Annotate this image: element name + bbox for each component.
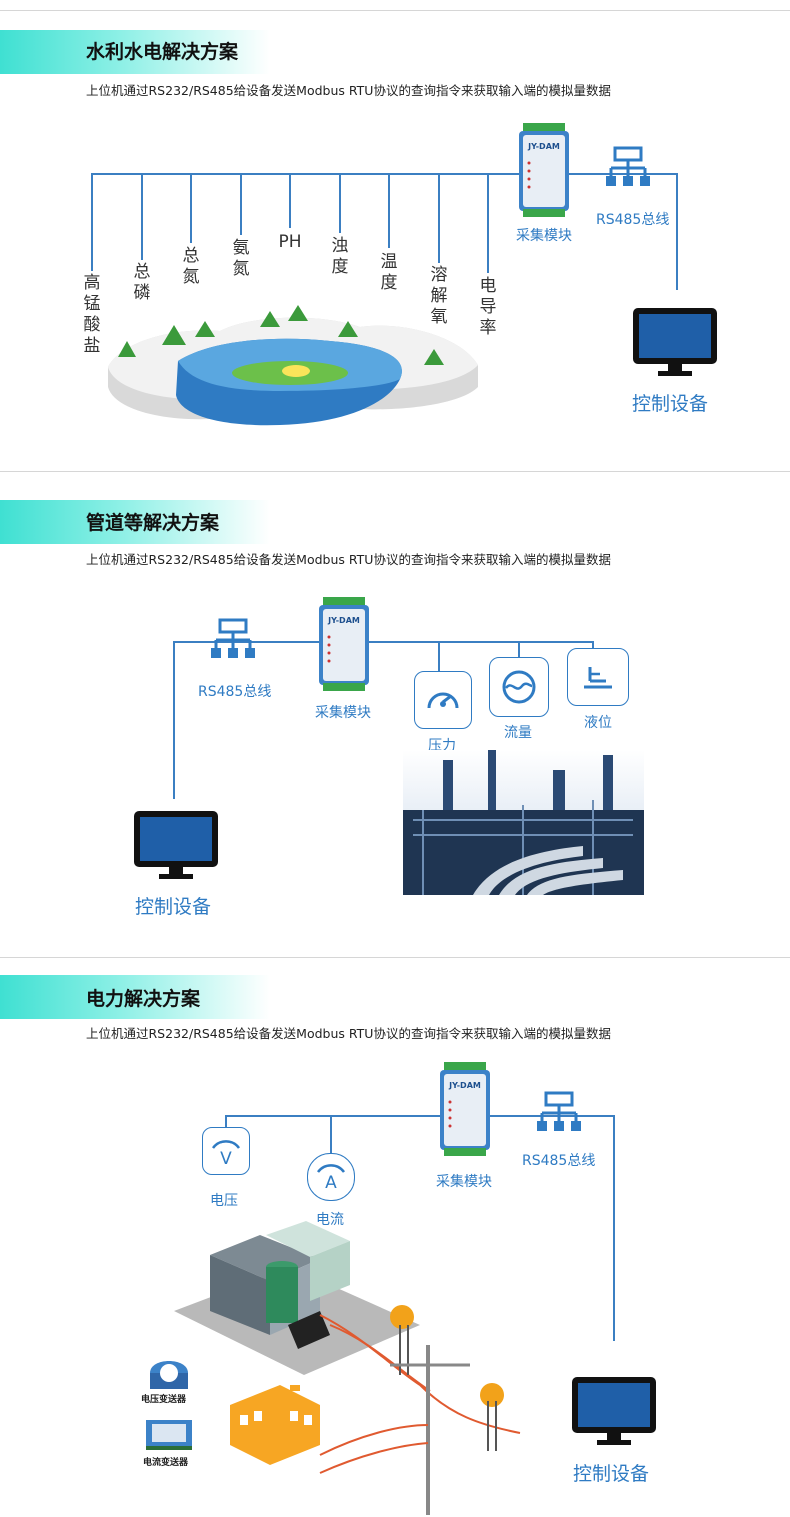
svg-text:JY-DAM: JY-DAM [327,616,360,625]
drop-label-ph: PH [278,232,302,252]
device-label: 控制设备 [632,393,709,415]
bus-label: RS485总线 [198,684,272,700]
flow-meter-icon [489,657,549,717]
acquisition-module: JY-DAM [519,123,569,217]
section-title-band [0,30,270,74]
drop-line [388,173,390,248]
sensor-label-current: 电流 [316,1212,344,1228]
bus-label: RS485总线 [522,1153,596,1169]
bus-line [225,1115,614,1117]
module-label: 采集模块 [436,1174,492,1190]
section-title-band [0,500,270,544]
sensor-label-level: 液位 [584,715,612,731]
bus-drop-to-device [173,641,175,799]
acquisition-module: JY-DAM [440,1062,490,1156]
svg-text:JY-DAM: JY-DAM [527,142,560,151]
drop-label-ammonia: 氨氮 [232,238,250,279]
section-description: 上位机通过RS232/RS485给设备发送Modbus RTU协议的查询指令来获… [86,83,611,98]
current-meter-icon: A [307,1153,355,1201]
bus-line [173,641,593,643]
network-icon [537,1091,581,1131]
section-title: 电力解决方案 [86,988,201,1010]
transmitter-label-current: 电流变送器 [143,1458,189,1468]
monitor-icon [633,308,717,376]
drop-label-temperature: 温度 [380,252,398,293]
drop-line [289,173,291,228]
monitor-icon [134,811,218,879]
transmitter-label-voltage: 电压变送器 [141,1395,187,1405]
section-divider [0,10,790,11]
drop-label-dissolved-oxygen: 溶解氧 [430,265,448,327]
drop-line [518,641,520,657]
power-plant-illustration [174,1221,521,1515]
section-title: 水利水电解决方案 [86,41,239,63]
device-label: 控制设备 [573,1463,650,1485]
drop-label-total-phosphorus: 总磷 [133,262,151,303]
drop-line [240,173,242,235]
section-title: 管道等解决方案 [86,512,220,534]
drop-label-total-nitrogen: 总氮 [182,246,200,287]
section-divider [0,957,790,958]
lake-illustration [108,305,478,426]
bus-line [91,173,677,175]
bus-label: RS485总线 [596,212,670,228]
module-label: 采集模块 [516,228,572,244]
bus-drop-to-device [613,1115,615,1341]
drop-line [141,173,143,260]
network-icon [211,618,255,658]
network-icon [606,146,650,186]
section-description: 上位机通过RS232/RS485给设备发送Modbus RTU协议的查询指令来获… [86,1026,611,1041]
drop-label-conductivity: 电导率 [479,276,497,338]
pipeline-plant-image [403,750,644,895]
drop-line [339,173,341,233]
drop-label-turbidity: 浊度 [331,236,349,277]
drop-line [438,641,440,671]
voltage-transmitter-icon [150,1361,188,1389]
drop-line [225,1115,227,1127]
bus-drop-to-device [676,173,678,290]
svg-text:A: A [325,1173,337,1193]
drop-line [190,173,192,243]
module-label: 采集模块 [315,705,371,721]
section-description: 上位机通过RS232/RS485给设备发送Modbus RTU协议的查询指令来获… [86,552,611,567]
sensor-label-flow: 流量 [504,725,532,741]
section-title-band [0,975,270,1019]
sensor-label-voltage: 电压 [210,1193,238,1209]
svg-text:JY-DAM: JY-DAM [448,1081,481,1090]
pressure-gauge-icon [414,671,472,729]
svg-text:V: V [220,1149,232,1169]
acquisition-module: JY-DAM [319,597,369,691]
section-divider [0,471,790,472]
voltage-meter-icon: V [202,1127,250,1175]
drop-line [438,173,440,263]
drop-line [330,1115,332,1153]
drop-line [487,173,489,273]
level-sensor-icon [567,648,629,706]
device-label: 控制设备 [135,896,212,918]
monitor-icon [572,1377,656,1445]
drop-label-permanganate: 高锰酸盐 [83,273,101,356]
drop-line [592,641,594,649]
drop-line [91,173,93,271]
current-transmitter-icon [146,1420,192,1450]
